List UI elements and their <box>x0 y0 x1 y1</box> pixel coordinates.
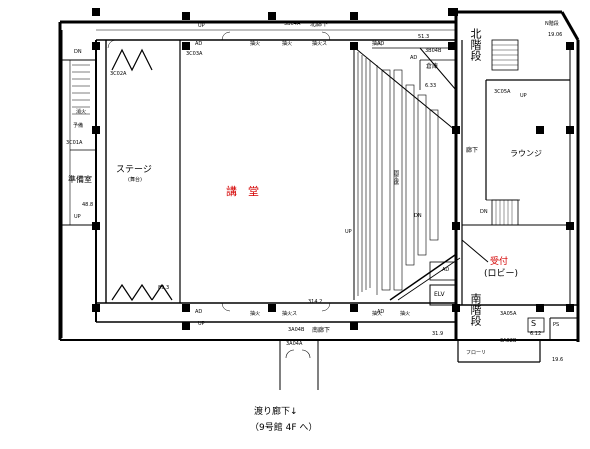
lounge-label: ラウンジ <box>510 149 542 158</box>
dim-hall: 314.2 <box>308 299 323 305</box>
stage-label: ステージ <box>116 165 152 175</box>
prep-room-label: 準備室 <box>68 175 92 184</box>
dim-south-corridor: 31.9 <box>432 331 444 337</box>
up-prep: UP <box>74 214 81 220</box>
hall-label: 講 堂 <box>226 185 259 198</box>
stage-walls <box>62 40 181 322</box>
bridge-note: 渡り廊下↓ <box>254 407 298 417</box>
extinguisher-north-2: 抽火 <box>282 41 293 47</box>
dim-north-corridor: 51.3 <box>418 34 430 40</box>
code-3c03a: 3C03A <box>186 51 203 57</box>
fire-label: 消火 <box>76 109 87 115</box>
north-stairs-label: 北階段 <box>469 28 482 61</box>
code-3a02b: 3A02B <box>500 338 517 344</box>
dn-lounge: DN <box>480 209 488 215</box>
ad-south-east: AD <box>377 309 385 315</box>
dim-north-stairs: 19.06 <box>548 32 563 38</box>
code-3b04a: 3B04A <box>284 21 301 27</box>
dim-stage: 89.3 <box>158 285 170 291</box>
up-hall: UP <box>345 229 352 235</box>
hall-seating <box>353 47 461 301</box>
south-stairs-label: 南階段 <box>469 293 482 326</box>
extinguisher-north-3: 抽火ス <box>312 41 328 47</box>
elevator-label: ELV <box>434 291 445 298</box>
code-3c05a: 3C05A <box>494 89 511 95</box>
ad-south-west: AD <box>195 309 203 315</box>
dn-hall: DN <box>414 213 422 219</box>
bridge-walls <box>279 317 578 390</box>
dim-south-stairs: 6.12 <box>530 331 542 337</box>
extinguisher-north-4: 抽火 <box>372 41 383 47</box>
ad-north-east: AD <box>377 41 385 47</box>
extinguisher-south-1: 抽火 <box>250 311 261 317</box>
south-corridor-label: 南廊下 <box>312 327 331 334</box>
north-corridor-walls <box>96 29 456 323</box>
spare-label: 予備 <box>73 123 84 129</box>
code-3a04b: 3A04B <box>288 327 305 333</box>
extinguisher-south-3: 抽火 <box>372 311 383 317</box>
extinguisher-north-1: 抽火 <box>250 41 261 47</box>
outer-walls <box>58 10 580 342</box>
bridge-destination: （9号館 4F へ） <box>250 423 318 433</box>
extinguisher-south-2: 抽火ス <box>282 311 298 317</box>
corridor-label: 廊下 <box>466 147 479 154</box>
dim-prep: 48.8 <box>82 202 94 208</box>
code-n-stairs: N階段 <box>545 21 559 27</box>
code-3c01a: 3C01A <box>66 140 83 146</box>
lobby-label: (ロビー) <box>484 269 519 279</box>
code-3c02a: 3C02A <box>110 71 127 77</box>
ps-label: PS <box>553 322 560 328</box>
up-lounge: UP <box>520 93 527 99</box>
code-3b04b: 3B04B <box>425 48 442 54</box>
warehouse-label: 倉庫 <box>426 63 439 70</box>
fixed-seats-label: 固定席 <box>393 170 399 185</box>
east-block-walls <box>419 12 578 340</box>
code-3a04a: 3A04A <box>286 341 303 347</box>
ad-north-west: AD <box>195 41 203 47</box>
s-label: S <box>531 319 537 328</box>
dim-warehouse: 6.33 <box>425 83 437 89</box>
ad-warehouse: AD <box>410 55 418 61</box>
dim-ps: 19.6 <box>552 357 564 363</box>
up-north: UP <box>198 23 205 29</box>
dn-prep: DN <box>74 49 82 55</box>
code-3a05a: 3A05A <box>500 311 517 317</box>
columns <box>92 8 574 330</box>
reception-label: 受付 <box>490 257 509 267</box>
door-arcs <box>107 31 331 312</box>
ad-lobby: AD <box>442 267 450 273</box>
extinguisher-south-4: 抽火 <box>400 311 411 317</box>
freight-label: フローリ <box>466 350 487 356</box>
up-south: UP <box>198 321 205 327</box>
north-corridor-label: 北廊下 <box>310 21 329 28</box>
stage-sub-label: (舞台) <box>128 177 142 183</box>
